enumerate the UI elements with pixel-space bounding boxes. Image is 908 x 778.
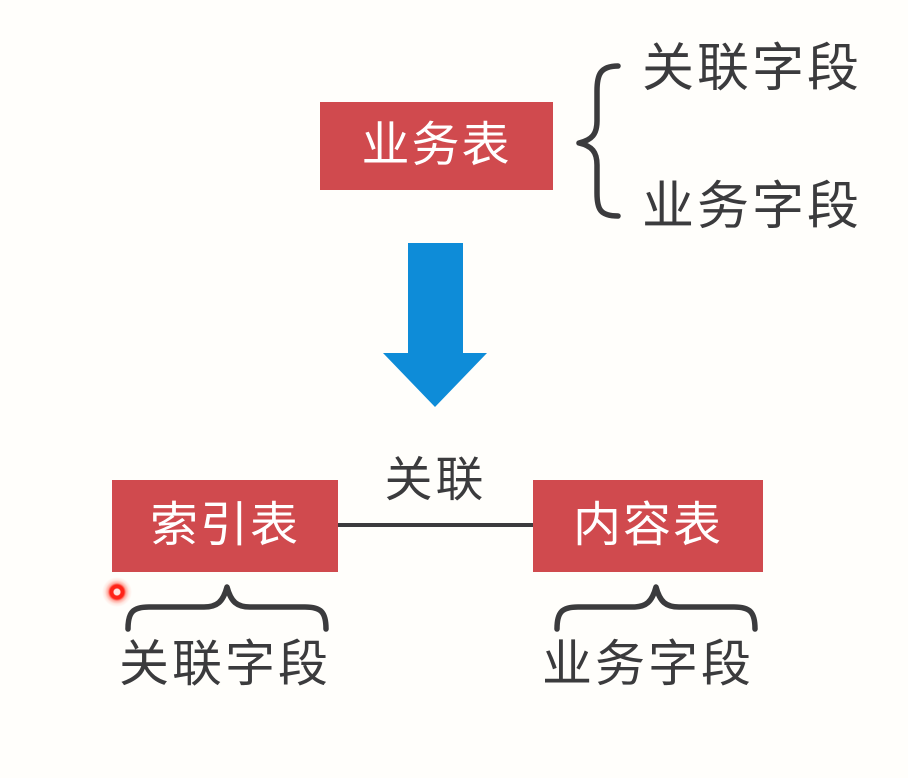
horizontal-brace-left-icon xyxy=(125,584,329,632)
horizontal-brace-right-icon xyxy=(554,584,758,632)
relation-line xyxy=(338,523,533,527)
business-table-box: 业务表 xyxy=(320,102,553,190)
down-arrow-icon xyxy=(383,243,487,407)
index-table-box: 索引表 xyxy=(112,480,338,572)
content-field-label: 业务字段 xyxy=(542,636,754,692)
business-table-label: 业务表 xyxy=(361,119,512,172)
laser-pointer-dot xyxy=(102,577,132,607)
content-table-box: 内容表 xyxy=(533,480,763,572)
index-table-label: 索引表 xyxy=(149,499,300,552)
content-table-label: 内容表 xyxy=(572,499,723,552)
left-curly-brace-icon xyxy=(576,63,621,219)
top-field-label-related: 关联字段 xyxy=(642,40,863,98)
relation-label: 关联 xyxy=(384,454,487,507)
top-field-label-business: 业务字段 xyxy=(642,178,863,236)
index-field-label: 关联字段 xyxy=(119,636,331,692)
